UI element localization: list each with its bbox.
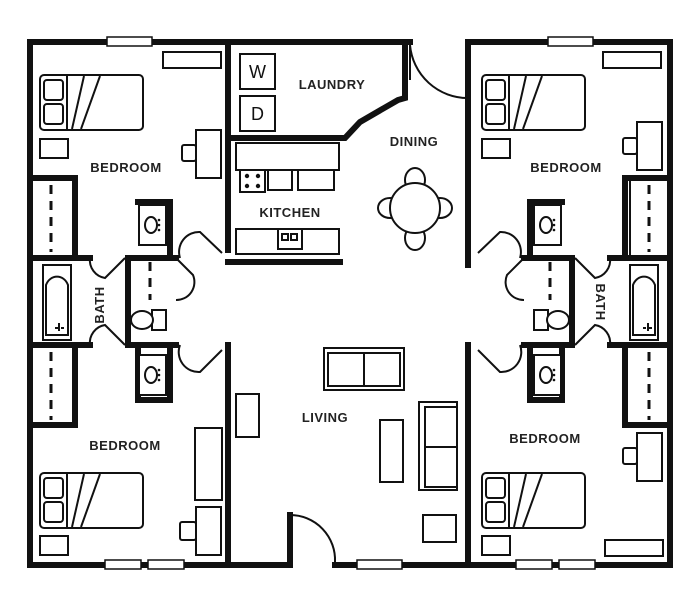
bath-fixtures-right (533, 204, 659, 396)
bath-fixtures-left (42, 204, 167, 396)
room-label-bedroom-top-left: BEDROOM (90, 160, 161, 175)
room-labels: LAUNDRY DINING KITCHEN LIVING BEDROOM BE… (89, 77, 608, 453)
closet-doors[interactable] (49, 180, 651, 420)
room-label-laundry: LAUNDRY (299, 77, 366, 92)
room-label-bath-right: BATH (593, 283, 608, 320)
dryer-label: D (251, 104, 264, 124)
room-label-living: LIVING (302, 410, 348, 425)
room-label-dining: DINING (390, 134, 439, 149)
windows (104, 36, 596, 570)
furniture-bedroom-bottom-left (39, 427, 223, 556)
washer-label: W (249, 62, 266, 82)
room-label-bedroom-top-right: BEDROOM (530, 160, 601, 175)
dryer (239, 95, 276, 132)
kitchen-counters (235, 142, 340, 255)
room-label-bedroom-bottom-right: BEDROOM (509, 431, 580, 446)
furniture-bedroom-bottom-right (481, 432, 664, 557)
laundry-appliances: W D (239, 53, 276, 132)
furniture-bedroom-top-left (39, 51, 222, 179)
furniture-bedroom-top-right (481, 51, 663, 171)
doors[interactable] (88, 44, 612, 568)
room-label-bedroom-bottom-left: BEDROOM (89, 438, 160, 453)
stove (239, 169, 266, 193)
washer (239, 53, 276, 90)
living-furniture (235, 347, 458, 543)
room-label-kitchen: KITCHEN (259, 205, 320, 220)
dining-table (377, 167, 453, 251)
room-label-bath-left: BATH (92, 286, 107, 323)
